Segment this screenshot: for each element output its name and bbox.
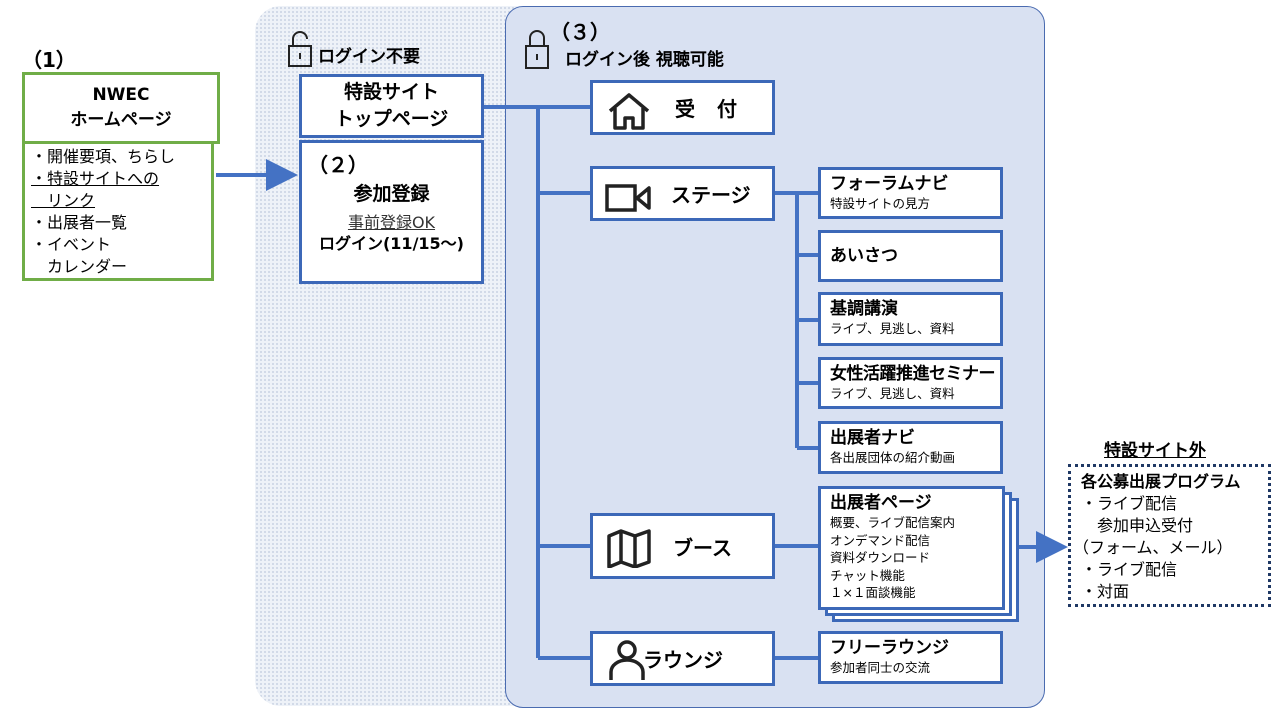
outside-title: 各公募出展プログラム xyxy=(1081,472,1241,491)
stage-item-desc: 各出展団体の紹介動画 xyxy=(830,450,956,465)
nwec-homepage-box: NWEC ホームページ xyxy=(22,72,220,144)
reception-node[interactable]: 受 付 xyxy=(590,80,775,135)
exhibitor-page-box[interactable]: 出展者ページ 概要、ライブ配信案内 オンデマンド配信 資料ダウンロード チャット… xyxy=(818,486,1005,610)
stage-item-title: あいさつ xyxy=(830,246,898,266)
stage-item-title: 女性活躍推進セミナー xyxy=(830,364,996,384)
stage-item-title: 出展者ナビ xyxy=(830,428,915,448)
special-site-title-line1: 特設サイト xyxy=(343,81,439,103)
list-item: ・出展者一覧 xyxy=(31,213,128,232)
zone3-number: （３） xyxy=(550,20,610,44)
lounge-node[interactable]: ラウンジ xyxy=(590,631,775,686)
stage-item-exhibitor-navi[interactable]: 出展者ナビ 各出展団体の紹介動画 xyxy=(818,421,1003,474)
stage-item-title: フォーラムナビ xyxy=(830,174,949,194)
list-item: ・対面 xyxy=(1081,582,1130,601)
stage-item-seminar[interactable]: 女性活躍推進セミナー ライブ、見逃し、資料 xyxy=(818,357,1003,409)
list-item: ・ライブ配信 xyxy=(1081,494,1178,513)
stage-item-desc: ライブ、見逃し、資料 xyxy=(830,386,955,401)
video-camera-icon xyxy=(605,184,651,212)
map-icon xyxy=(607,529,651,568)
nwec-title-line2: ホームページ xyxy=(70,110,172,130)
registration-number: （２） xyxy=(308,153,368,177)
registration-box[interactable]: （２） 参加登録 事前登録OK ログイン(11/15〜) xyxy=(299,140,484,284)
booth-label: ブース xyxy=(673,535,732,560)
stage-item-forum-navi[interactable]: フォーラムナビ 特設サイトの見方 xyxy=(818,167,1003,219)
stage-node[interactable]: ステージ xyxy=(590,166,775,221)
free-lounge-box[interactable]: フリーラウンジ 参加者同士の交流 xyxy=(818,631,1003,684)
unlocked-padlock-icon xyxy=(288,31,312,67)
nwec-number: （1） xyxy=(22,48,76,72)
list-item: カレンダー xyxy=(31,257,128,276)
reception-label: 受 付 xyxy=(675,97,738,121)
locked-padlock-icon xyxy=(525,30,549,69)
list-item: ・開催要項、ちらし xyxy=(31,147,176,166)
stage-item-desc: ライブ、見逃し、資料 xyxy=(830,321,955,336)
list-item: （フォーム、メール） xyxy=(1073,538,1233,557)
person-icon xyxy=(609,640,645,680)
stage-item-greeting[interactable]: あいさつ xyxy=(818,230,1003,282)
no-login-label: ログイン不要 xyxy=(318,47,420,67)
after-login-label: ログイン後 視聴可能 xyxy=(565,50,724,70)
stage-item-title: 基調講演 xyxy=(830,299,898,319)
nwec-content-list: ・開催要項、ちらし ・特設サイトへの リンク ・出展者一覧 ・イベント カレンダ… xyxy=(22,141,214,281)
list-item: １×１面談機能 xyxy=(830,585,916,600)
lounge-label: ラウンジ xyxy=(643,648,723,672)
nwec-title-line1: NWEC xyxy=(92,85,150,105)
stage-item-desc: 特設サイトの見方 xyxy=(830,196,931,211)
list-item: ・イベント xyxy=(31,235,112,254)
free-lounge-desc: 参加者同士の交流 xyxy=(830,660,931,675)
list-item: チャット機能 xyxy=(830,567,905,583)
free-lounge-title: フリーラウンジ xyxy=(830,638,949,658)
special-site-top-box[interactable]: 特設サイト トップページ xyxy=(299,74,484,138)
registration-title: 参加登録 xyxy=(353,183,430,205)
outside-programs-box: 各公募出展プログラム ・ライブ配信 参加申込受付 （フォーム、メール） ・ライブ… xyxy=(1068,464,1271,607)
login-date: ログイン(11/15〜) xyxy=(318,234,464,253)
special-site-title-line2: トップページ xyxy=(334,108,449,130)
outside-heading: 特設サイト外 xyxy=(1104,441,1206,461)
site-link-item-cont[interactable]: リンク xyxy=(31,191,96,210)
list-item: 資料ダウンロード xyxy=(830,550,931,565)
exhibitor-page-title: 出展者ページ xyxy=(830,493,932,513)
pre-registration-link[interactable]: 事前登録OK xyxy=(347,213,436,232)
stage-item-keynote[interactable]: 基調講演 ライブ、見逃し、資料 xyxy=(818,292,1003,346)
list-item: オンデマンド配信 xyxy=(830,532,931,548)
booth-node[interactable]: ブース xyxy=(590,513,775,579)
list-item: 概要、ライブ配信案内 xyxy=(830,515,956,530)
site-link-item[interactable]: ・特設サイトへの xyxy=(31,169,160,188)
list-item: ・ライブ配信 xyxy=(1081,560,1178,579)
list-item: 参加申込受付 xyxy=(1081,516,1194,535)
stage-label: ステージ xyxy=(671,183,751,207)
home-icon xyxy=(608,93,650,130)
